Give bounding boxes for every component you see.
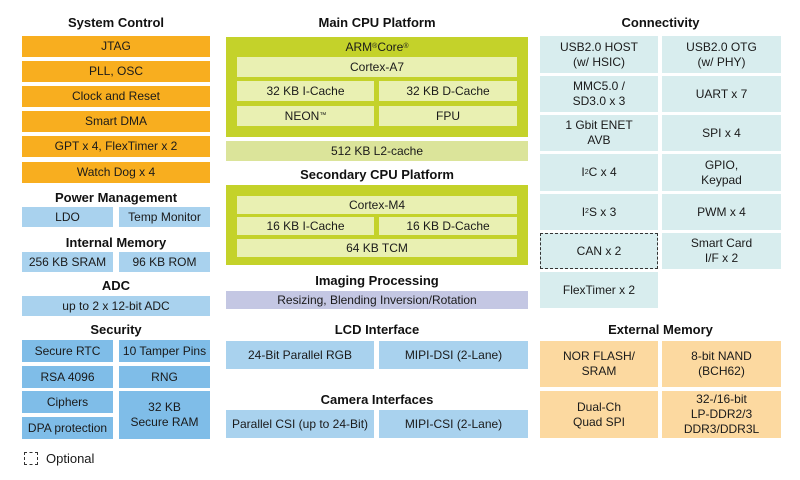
block-temp-monitor: Temp Monitor — [119, 207, 210, 227]
block-rsa: RSA 4096 — [22, 366, 113, 388]
internal-memory-title: Internal Memory — [65, 235, 167, 250]
main-cpu-title: Main CPU Platform — [318, 15, 436, 30]
connectivity-title: Connectivity — [621, 15, 700, 30]
block-gpio-keypad: GPIO, Keypad — [662, 154, 781, 191]
block-tamper-pins: 10 Tamper Pins — [119, 340, 210, 362]
i2c-prefix: I — [581, 165, 585, 179]
block-uart: UART x 7 — [662, 76, 781, 112]
block-rng: RNG — [119, 366, 210, 388]
block-dpa: DPA protection — [22, 417, 113, 439]
security-title: Security — [90, 322, 142, 337]
block-parallel-rgb: 24-Bit Parallel RGB — [226, 341, 374, 369]
block-l2-cache: 512 KB L2-cache — [226, 141, 528, 161]
block-mmc-sd: MMC5.0 / SD3.0 x 3 — [540, 76, 658, 112]
power-management-title: Power Management — [54, 190, 178, 205]
block-cortex-a7: Cortex-A7 — [237, 57, 517, 77]
block-gpt-flextimer: GPT x 4, FlexTimer x 2 — [22, 136, 210, 157]
block-sram: 256 KB SRAM — [22, 252, 113, 272]
block-spi: SPI x 4 — [662, 115, 781, 151]
neon-text: NEON — [284, 108, 320, 123]
camera-title: Camera Interfaces — [320, 392, 434, 407]
block-imaging: Resizing, Blending Inversion/Rotation — [226, 291, 528, 309]
block-m4-icache: 16 KB I-Cache — [237, 217, 374, 235]
block-nand: 8-bit NAND (BCH62) — [662, 341, 781, 387]
core-text: Core — [377, 39, 404, 54]
block-can-optional: CAN x 2 — [540, 233, 658, 269]
block-nor-flash: NOR FLASH/ SRAM — [540, 341, 658, 387]
block-quad-spi: Dual-Ch Quad SPI — [540, 391, 658, 438]
block-pwm: PWM x 4 — [662, 194, 781, 230]
block-ciphers: Ciphers — [22, 391, 113, 413]
arm-core-label: ARM® Core® — [345, 39, 409, 54]
block-secure-ram: 32 KB Secure RAM — [119, 391, 210, 439]
block-rom: 96 KB ROM — [119, 252, 210, 272]
block-tcm: 64 KB TCM — [237, 239, 517, 257]
adc-title: ADC — [101, 278, 131, 293]
block-mipi-csi: MIPI-CSI (2-Lane) — [379, 410, 528, 438]
block-secure-rtc: Secure RTC — [22, 340, 113, 362]
block-a7-dcache: 32 KB D-Cache — [379, 81, 517, 101]
block-a7-icache: 32 KB I-Cache — [237, 81, 374, 101]
block-ldo: LDO — [22, 207, 113, 227]
block-usb-otg: USB2.0 OTG (w/ PHY) — [662, 36, 781, 73]
i2s-suffix: S x 3 — [588, 204, 617, 219]
secondary-cpu-title: Secondary CPU Platform — [300, 167, 454, 182]
block-clock-reset: Clock and Reset — [22, 86, 210, 107]
arm-text: ARM — [345, 39, 373, 54]
block-smart-card: Smart Card I/F x 2 — [662, 233, 781, 269]
optional-legend-label: Optional — [46, 451, 95, 466]
system-control-title: System Control — [67, 15, 165, 30]
block-smart-dma: Smart DMA — [22, 111, 210, 132]
i2s-prefix: I — [581, 204, 586, 219]
block-usb-host: USB2.0 HOST (w/ HSIC) — [540, 36, 658, 73]
optional-legend-icon — [24, 452, 38, 465]
block-pll-osc: PLL, OSC — [22, 61, 210, 82]
block-jtag: JTAG — [22, 36, 210, 57]
block-mipi-dsi: MIPI-DSI (2-Lane) — [379, 341, 528, 369]
block-flextimer: FlexTimer x 2 — [540, 272, 658, 308]
block-fpu: FPU — [379, 106, 517, 126]
lcd-title: LCD Interface — [334, 322, 420, 337]
block-ddr: 32-/16-bit LP-DDR2/3 DDR3/DDR3L — [662, 391, 781, 438]
block-parallel-csi: Parallel CSI (up to 24-Bit) — [226, 410, 374, 438]
block-adc: up to 2 x 12-bit ADC — [22, 296, 210, 316]
i2c-suffix: C x 4 — [588, 165, 617, 179]
block-watchdog: Watch Dog x 4 — [22, 162, 210, 183]
block-m4-dcache: 16 KB D-Cache — [379, 217, 517, 235]
imaging-title: Imaging Processing — [315, 273, 439, 288]
block-cortex-m4: Cortex-M4 — [237, 196, 517, 214]
external-memory-title: External Memory — [608, 322, 713, 337]
block-enet: 1 Gbit ENET AVB — [540, 115, 658, 151]
